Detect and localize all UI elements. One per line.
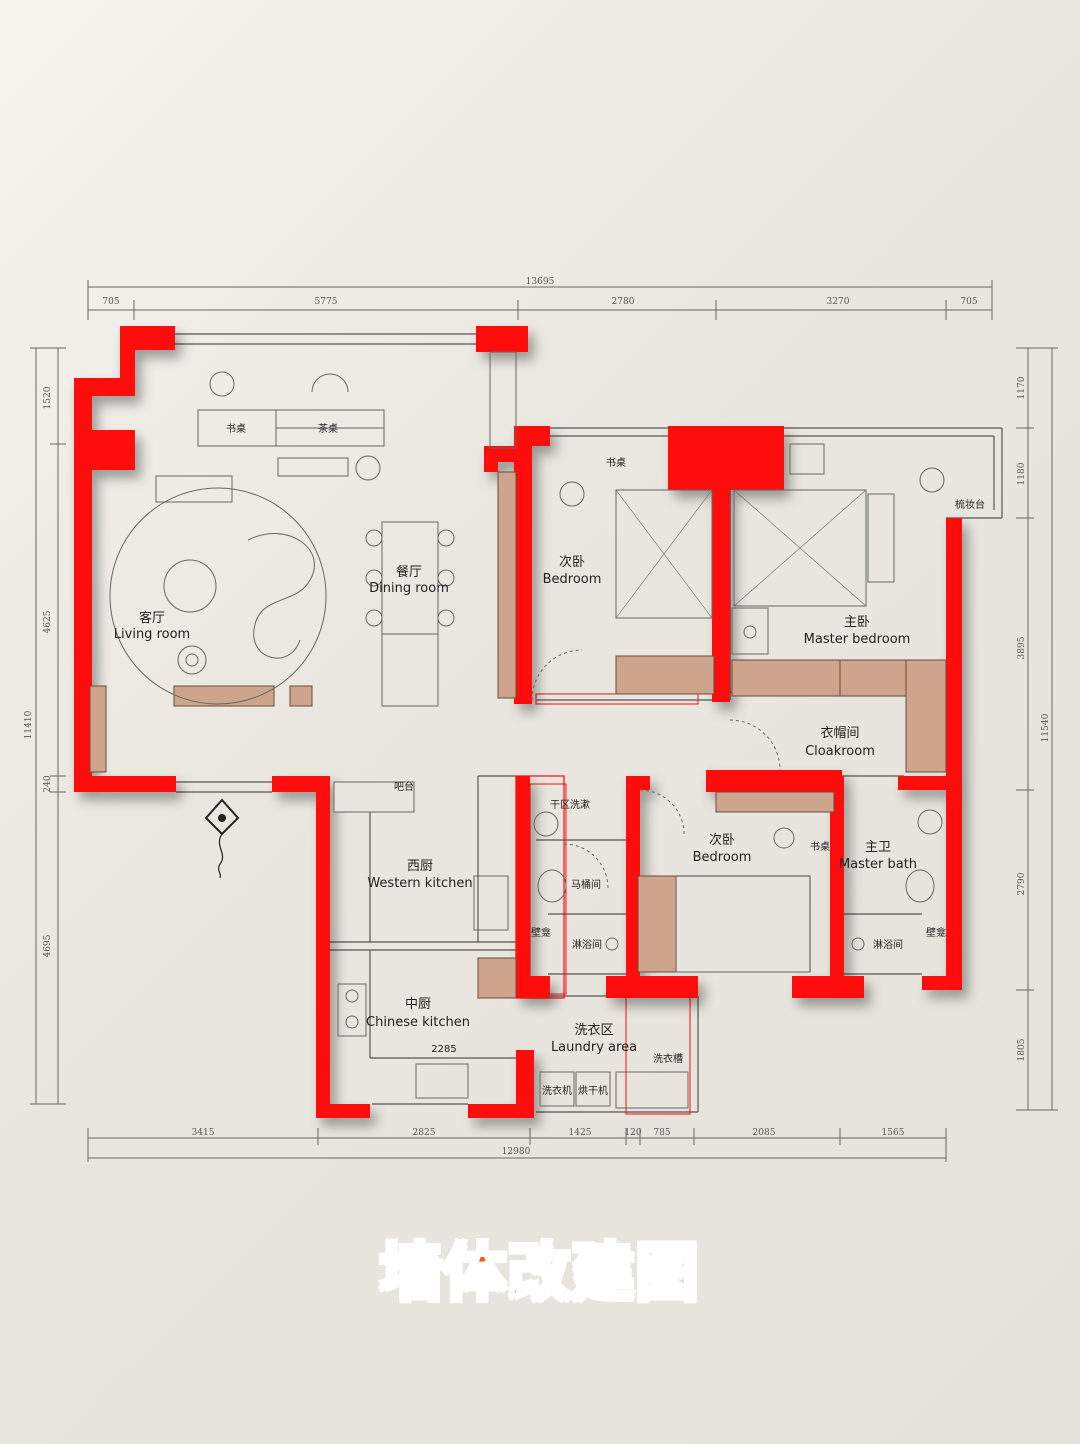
dim-bottom-7: 1565 [882,1128,905,1138]
niche-label-2: 壁龛 [926,926,946,939]
desk-label-1: 书桌 [226,422,246,435]
dim-left-2: 4625 [43,610,53,633]
master-bath-en: Master bath [839,857,917,872]
dim-bottom-1: 3415 [192,1128,215,1138]
laundry-area-cn: 洗衣区 [574,1022,613,1038]
dim-left-total: 11410 [24,710,34,739]
dimension-bottom: 3415 2825 1425 120 785 2085 1565 12980 [87,1128,947,1162]
chinese-kitchen-cn: 中厨 [405,997,431,1012]
shower-label-2: 淋浴间 [873,938,903,951]
new-walls [74,326,962,1118]
dim-bottom-5: 785 [653,1128,670,1138]
living-room-cn: 客厅 [139,610,165,626]
bedroom3-en: Bedroom [693,850,752,865]
title-banner: 墙体改建图 [0,1222,1080,1312]
dimension-right: 1170 1180 3895 2790 1805 11540 [1016,347,1058,1111]
cabinets [89,471,947,999]
dimension-top: 13695 705 5775 2780 3270 705 [87,277,993,320]
dim-right-1: 1170 [1017,376,1027,399]
niche-label-1: 壁龛 [531,926,551,939]
dim-top-total: 13695 [526,277,555,287]
dim-bottom-3: 1425 [569,1128,592,1138]
page-title: 墙体改建图 [378,1235,700,1311]
bedroom3-cn: 次卧 [709,832,735,848]
dim-left-4: 4695 [43,934,53,957]
dim-right-5: 1805 [1017,1038,1027,1061]
dim-bottom-total: 12980 [502,1147,531,1157]
laundry-area-en: Laundry area [551,1040,637,1055]
living-room-en: Living room [114,627,190,642]
wash-zone-label: 干区洗漱 [550,799,590,811]
bar-label: 吧台 [394,780,414,793]
washer-label: 洗衣机 [542,1084,572,1097]
dining-room-en: Dining room [369,581,449,596]
dim-bottom-4: 120 [624,1128,641,1138]
dim-left-1: 1520 [43,386,53,409]
dining-room-cn: 餐厅 [396,564,422,580]
furniture-labels: 书桌 茶桌 书桌 书桌 梳妆台 吧台 马桶间 淋浴间 淋浴间 壁龛 壁龛 干区洗… [226,422,985,1097]
counter-dim-label: 2285 [431,1044,456,1055]
dresser-label: 梳妆台 [955,498,985,511]
toilet-room-label: 马桶间 [571,878,601,891]
bedroom2-en: Bedroom [543,572,602,587]
dim-top-4: 3270 [827,297,850,307]
dim-left-3: 240 [43,775,53,792]
dim-bottom-2: 2825 [413,1128,436,1138]
bedroom2-cn: 次卧 [559,554,585,570]
chinese-kitchen-en: Chinese kitchen [366,1015,470,1030]
dim-right-2: 1180 [1017,462,1027,485]
dim-top-2: 5775 [315,297,338,307]
cloakroom-cn: 衣帽间 [820,725,859,741]
master-bedroom-en: Master bedroom [804,632,911,647]
room-labels: 客厅 Living room 餐厅 Dining room 次卧 Bedroom… [114,554,917,1055]
dim-top-3: 2780 [612,297,635,307]
furniture [109,351,945,1109]
dim-right-total: 11540 [1041,713,1051,742]
cloakroom-en: Cloakroom [805,744,875,759]
dimension-left: 1520 4625 240 4695 11410 [24,347,66,1105]
desk-label-3: 书桌 [810,840,830,853]
dim-right-4: 2790 [1017,872,1027,895]
dim-top-5: 705 [960,297,977,307]
shower-label-1: 淋浴间 [572,938,602,951]
compass-icon [204,798,240,879]
dim-top-1: 705 [102,297,119,307]
dim-right-3: 3895 [1017,636,1027,659]
western-kitchen-en: Western kitchen [367,876,472,891]
western-kitchen-cn: 西厨 [407,859,433,874]
dim-bottom-6: 2085 [753,1128,776,1138]
master-bath-cn: 主卫 [865,840,891,855]
dryer-label: 烘干机 [578,1084,608,1097]
tea-table-label: 茶桌 [318,422,338,435]
laundry-tub-label: 洗衣槽 [653,1052,683,1065]
wall-outlines [175,333,1003,1115]
master-bedroom-cn: 主卧 [844,615,870,630]
desk-label-2: 书桌 [606,456,626,469]
